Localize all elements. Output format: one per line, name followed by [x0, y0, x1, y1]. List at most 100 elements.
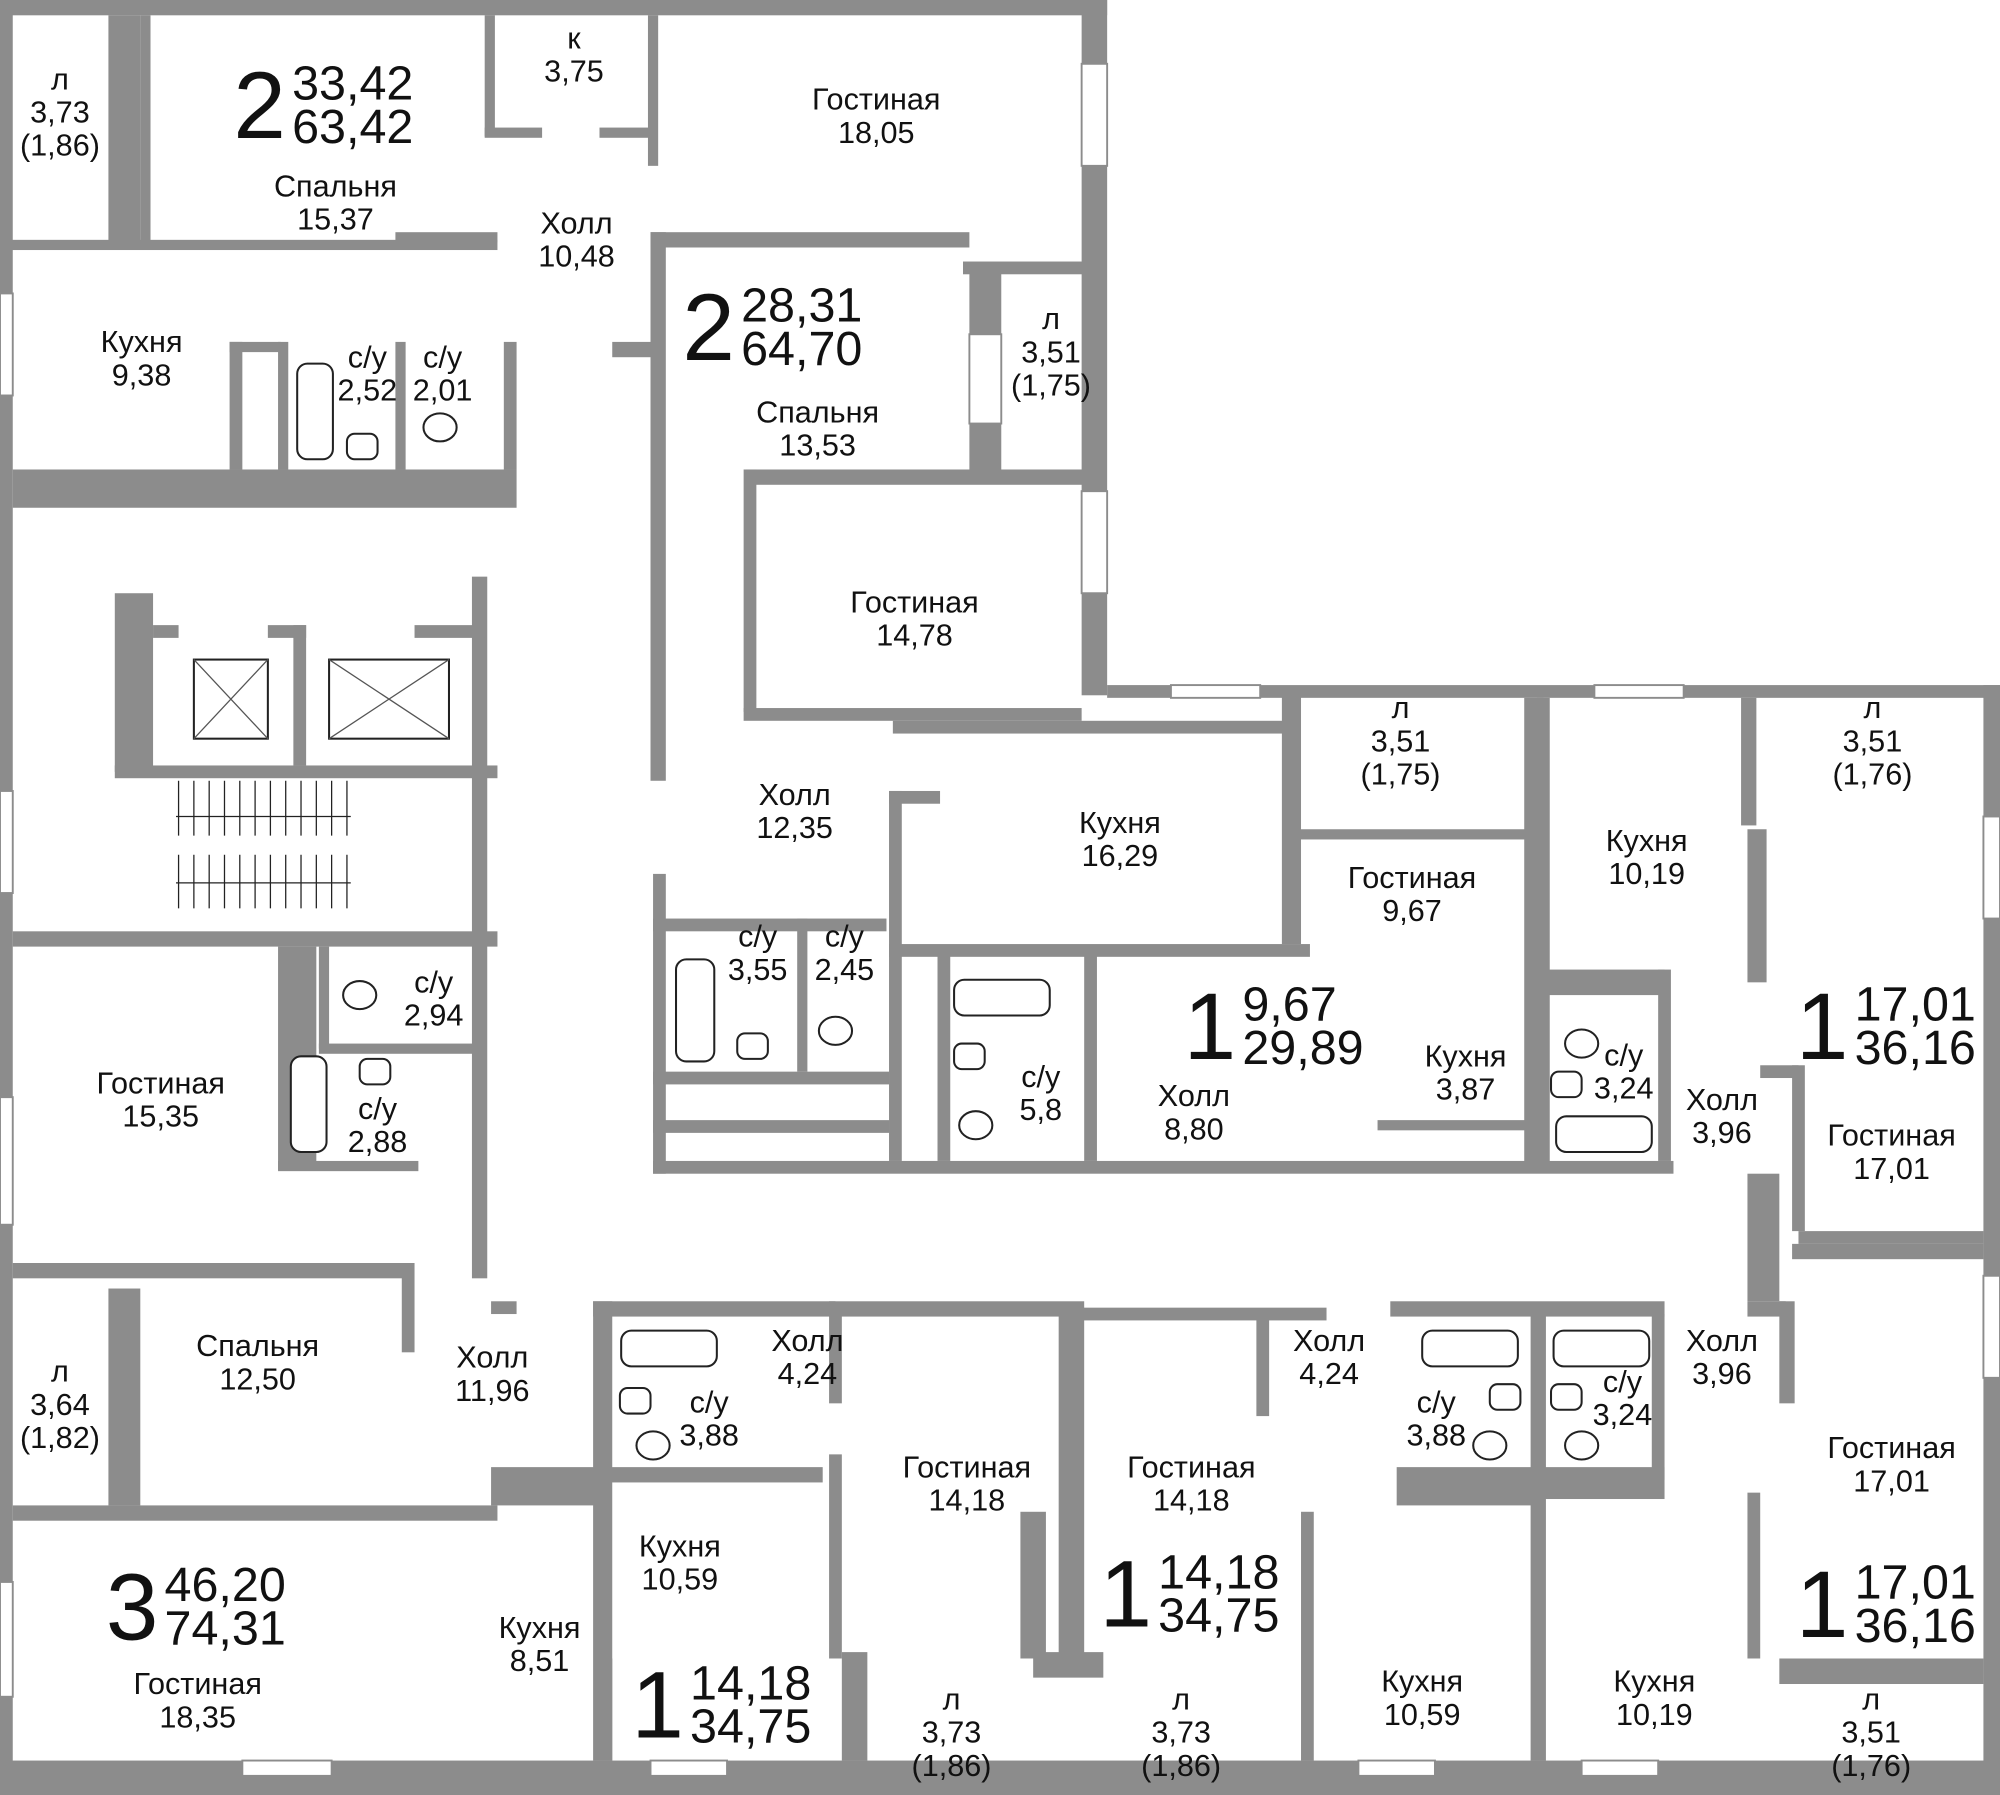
living-area: 14,18 — [690, 1656, 811, 1710]
wall — [1020, 1511, 1046, 1659]
bathtub-icon — [1555, 1115, 1653, 1154]
wall — [1294, 829, 1531, 840]
wall — [1651, 1314, 1665, 1480]
wall — [1747, 829, 1767, 983]
wall — [889, 790, 941, 804]
wall — [593, 1301, 836, 1317]
room-count: 3 — [106, 1555, 158, 1660]
room-name: Гостиная — [1127, 1450, 1255, 1484]
window — [649, 1759, 728, 1777]
wall — [841, 1652, 868, 1761]
wall — [612, 341, 651, 358]
room-area: 3,51 — [1843, 724, 1903, 758]
total-area: 34,75 — [1158, 1589, 1279, 1643]
wall — [1530, 1314, 1546, 1761]
elevator-cross — [328, 659, 450, 740]
room-name: л — [51, 62, 69, 96]
room-label: с/у2,01 — [413, 340, 473, 407]
room-label: с/у5,8 — [1020, 1060, 1063, 1127]
total-area: 29,89 — [1242, 1021, 1363, 1075]
bathtub-icon — [289, 1055, 328, 1154]
sink-icon — [358, 1057, 392, 1086]
wall — [114, 593, 154, 772]
room-area: 3,73 — [1151, 1716, 1211, 1750]
wall — [1536, 697, 1550, 1170]
wall — [12, 469, 517, 508]
wall — [153, 625, 179, 638]
room-area: 17,01 — [1853, 1464, 1930, 1498]
room-name: Кухня — [499, 1611, 581, 1645]
room-area: 3,24 — [1594, 1071, 1654, 1105]
room-label: л3,51(1,75) — [1011, 302, 1091, 402]
room-area: 3,88 — [1406, 1418, 1466, 1452]
wall — [267, 625, 307, 638]
window — [1580, 1759, 1660, 1777]
room-area: 10,48 — [538, 240, 615, 274]
wall — [293, 625, 307, 766]
window — [1080, 490, 1109, 595]
room-area: 4,24 — [1299, 1357, 1359, 1391]
room-area: 3,55 — [728, 953, 788, 987]
room-area-reduced: (1,75) — [1361, 758, 1441, 792]
wall — [647, 15, 659, 166]
room-area: 5,8 — [1020, 1093, 1063, 1127]
room-area: 3,96 — [1692, 1357, 1752, 1391]
wall — [889, 944, 1310, 957]
room-area: 3,51 — [1371, 724, 1431, 758]
toilet-icon — [635, 1430, 671, 1461]
wall — [1779, 1658, 1984, 1685]
wall — [0, 0, 13, 1795]
room-area: 2,94 — [404, 999, 464, 1033]
room-area: 10,59 — [642, 1563, 719, 1597]
room-name: л — [1864, 691, 1882, 725]
room-label: с/у2,52 — [338, 340, 398, 407]
bathtub-icon — [296, 362, 334, 461]
room-name: с/у — [738, 920, 778, 954]
room-name: л — [1042, 302, 1060, 336]
room-area-reduced: (1,86) — [20, 129, 100, 163]
wall — [653, 873, 666, 1174]
room-area-reduced: (1,86) — [1141, 1749, 1221, 1783]
room-name: Гостиная — [1348, 861, 1476, 895]
room-name: л — [943, 1683, 961, 1717]
room-name: Спальня — [756, 395, 879, 429]
room-name: Холл — [759, 778, 831, 812]
wall — [1747, 1492, 1761, 1659]
room-area: 2,88 — [348, 1125, 408, 1159]
total-area: 63,42 — [292, 100, 413, 154]
toilet-icon — [958, 1110, 994, 1141]
wall — [1779, 1301, 1795, 1404]
room-area-reduced: (1,76) — [1832, 758, 1912, 792]
wall — [1033, 1652, 1104, 1678]
room-name: с/у — [414, 966, 454, 1000]
room-label: с/у2,88 — [348, 1092, 408, 1159]
wall — [1747, 1301, 1786, 1317]
wall — [829, 1301, 1085, 1317]
room-name: Кухня — [1613, 1665, 1695, 1699]
room-name: Гостиная — [850, 585, 978, 619]
room-area: 18,05 — [838, 116, 915, 150]
elevator-cross — [193, 659, 269, 740]
wall — [12, 931, 498, 947]
room-label: л3,51(1,75) — [1361, 691, 1441, 791]
room-area: 10,59 — [1384, 1698, 1461, 1732]
room-label: л3,51(1,76) — [1832, 691, 1912, 791]
wall — [743, 708, 1082, 721]
wall — [12, 1505, 498, 1521]
wall — [1792, 1065, 1805, 1232]
room-area: 9,38 — [112, 358, 172, 392]
wall — [829, 1454, 842, 1659]
wall — [1390, 1301, 1665, 1317]
